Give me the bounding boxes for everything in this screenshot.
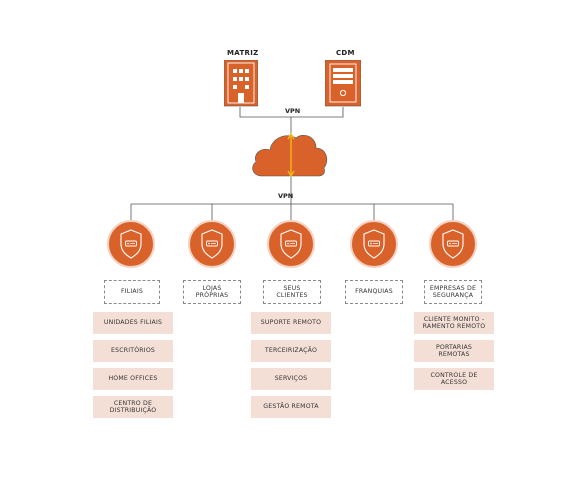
node-lojas-shield xyxy=(188,220,236,268)
node-label-franquias: FRANQUIAS xyxy=(345,280,403,304)
node-clientes-shield xyxy=(267,220,315,268)
clientes-item: SERVIÇOS xyxy=(251,368,331,390)
building-icon xyxy=(223,59,259,111)
vpn-bottom-label: VPN xyxy=(278,192,294,200)
cloud-icon xyxy=(250,130,330,184)
seguranca-item: CLIENTE MONITO - RAMENTO REMOTO xyxy=(414,312,494,334)
node-seguranca-shield xyxy=(429,220,477,268)
shield-icon xyxy=(280,229,302,259)
node-label-clientes: SEUS CLIENTES xyxy=(263,280,321,304)
filiais-item: HOME OFFICES xyxy=(93,368,173,390)
shield-icon xyxy=(201,229,223,259)
matriz-label: MATRIZ xyxy=(227,49,259,57)
node-label-seguranca: EMPRESAS DE SEGURANÇA xyxy=(424,280,482,304)
shield-icon xyxy=(120,229,142,259)
filiais-item: UNIDADES FILIAIS xyxy=(93,312,173,334)
node-label-filiais: FILIAIS xyxy=(104,280,160,304)
node-label-lojas: LOJAS PRÓPRIAS xyxy=(183,280,241,304)
vpn-top-label: VPN xyxy=(285,107,301,115)
server-icon xyxy=(324,59,362,111)
node-filiais-shield xyxy=(107,220,155,268)
cdm-label: CDM xyxy=(336,49,355,57)
seguranca-item: PORTARIAS REMOTAS xyxy=(414,340,494,362)
shield-icon xyxy=(442,229,464,259)
clientes-item: GESTÃO REMOTA xyxy=(251,396,331,418)
seguranca-item: CONTROLE DE ACESSO xyxy=(414,368,494,390)
filiais-item: CENTRO DE DISTRIBUIÇÃO xyxy=(93,396,173,418)
clientes-item: SUPORTE REMOTO xyxy=(251,312,331,334)
clientes-item: TERCEIRIZAÇÃO xyxy=(251,340,331,362)
shield-icon xyxy=(363,229,385,259)
node-franquias-shield xyxy=(350,220,398,268)
filiais-item: ESCRITÓRIOS xyxy=(93,340,173,362)
